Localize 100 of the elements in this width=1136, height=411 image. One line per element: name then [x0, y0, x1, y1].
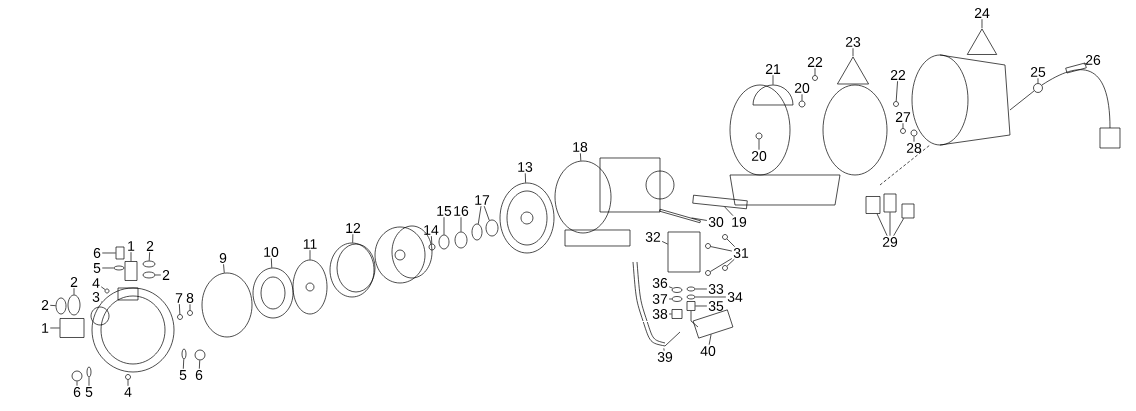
- callout-number: 5: [179, 370, 187, 380]
- callout-number: 23: [845, 37, 861, 47]
- nut: [705, 270, 711, 276]
- callout-number: 2: [41, 300, 49, 310]
- seal-plate: [499, 182, 555, 254]
- callout-number: 37: [652, 294, 668, 304]
- leader-line: [477, 205, 482, 225]
- o-ring: [201, 272, 253, 338]
- screw: [893, 101, 899, 107]
- leader-line: [101, 267, 114, 269]
- leader-line: [668, 286, 674, 289]
- callout-number: 16: [454, 206, 469, 216]
- callout-number: 24: [974, 8, 990, 18]
- leader-line: [270, 257, 273, 269]
- callout-number: 13: [518, 162, 533, 172]
- nut: [705, 243, 711, 249]
- callout-number: 8: [186, 293, 194, 303]
- callout-number: 22: [890, 70, 906, 80]
- callout-number: 26: [1085, 55, 1101, 65]
- callout-number: 28: [906, 143, 922, 153]
- callout-number: 33: [708, 284, 724, 294]
- callout-number: 3: [92, 292, 100, 302]
- leader-line: [580, 152, 582, 162]
- leader-line: [431, 235, 433, 244]
- callout-number: 18: [573, 142, 588, 152]
- diffuser: [252, 267, 294, 319]
- leader-line: [100, 301, 103, 303]
- callout-number: 40: [700, 346, 716, 356]
- motor-flange: [554, 160, 612, 234]
- callout-number: 4: [124, 387, 132, 397]
- callout-number: 19: [732, 217, 747, 227]
- screw: [812, 75, 818, 81]
- leader-line: [695, 305, 708, 307]
- plug-cap: [115, 246, 125, 260]
- nut: [187, 310, 193, 316]
- leader-line: [352, 233, 354, 243]
- screw: [177, 314, 183, 320]
- leader-line: [895, 80, 898, 102]
- leader-line: [758, 139, 760, 151]
- leader-line: [148, 251, 150, 261]
- callout-number: 30: [708, 217, 724, 227]
- callout-number: 27: [895, 112, 911, 122]
- pipe-fitting: [59, 318, 85, 338]
- nut: [722, 265, 728, 271]
- callout-number: 7: [175, 293, 183, 303]
- callout-number: 39: [657, 352, 673, 362]
- screw: [104, 288, 110, 294]
- leader-line: [668, 313, 672, 315]
- leader-line: [309, 249, 311, 260]
- callout-number: 31: [733, 248, 749, 258]
- leader-line: [902, 122, 904, 129]
- leader-line: [801, 93, 803, 101]
- callout-number: 10: [264, 247, 279, 257]
- impeller: [292, 259, 328, 315]
- ring: [428, 243, 436, 251]
- callout-number: 5: [93, 263, 101, 273]
- leader-line: [179, 303, 181, 315]
- leader-line: [981, 18, 983, 29]
- callout-number: 4: [92, 278, 100, 288]
- leader-line: [1083, 63, 1086, 65]
- leader-line: [724, 206, 734, 217]
- leader-line: [913, 136, 915, 143]
- callout-number: 20: [751, 151, 767, 161]
- o-ring: [67, 294, 81, 316]
- leader-line: [49, 304, 56, 306]
- screw: [798, 100, 806, 108]
- ring: [485, 219, 499, 237]
- leader-line: [668, 298, 672, 300]
- leader-line: [460, 216, 462, 232]
- callout-number: 2: [146, 241, 154, 251]
- washer: [686, 286, 696, 292]
- clip: [910, 129, 918, 137]
- leader-line: [76, 381, 78, 387]
- leader-line: [189, 303, 191, 311]
- gland-sleeve: [671, 309, 683, 319]
- callout-number: 2: [162, 270, 170, 280]
- plug-cap: [194, 349, 206, 361]
- washer: [686, 294, 696, 300]
- leader-line: [223, 263, 225, 274]
- callout-number: 15: [437, 206, 452, 216]
- leader-line: [1037, 77, 1039, 84]
- mounting-lug: [837, 56, 869, 85]
- callout-number: 14: [424, 225, 439, 235]
- leader-line: [708, 334, 712, 346]
- terminal-box: [667, 231, 701, 273]
- callout-number: 6: [73, 387, 81, 397]
- leader-line: [814, 67, 816, 76]
- leader-line: [443, 216, 445, 235]
- pump-housing: [91, 287, 175, 373]
- pump-disk: [329, 242, 375, 298]
- screw: [900, 128, 906, 134]
- leader-line: [483, 205, 490, 221]
- callout-number: 20: [794, 83, 810, 93]
- nut: [722, 234, 728, 240]
- ring: [438, 234, 450, 250]
- bearing: [454, 231, 468, 249]
- leader-line: [695, 288, 708, 290]
- gland-nut: [671, 287, 683, 293]
- leader-line: [524, 172, 526, 184]
- o-ring: [142, 260, 156, 268]
